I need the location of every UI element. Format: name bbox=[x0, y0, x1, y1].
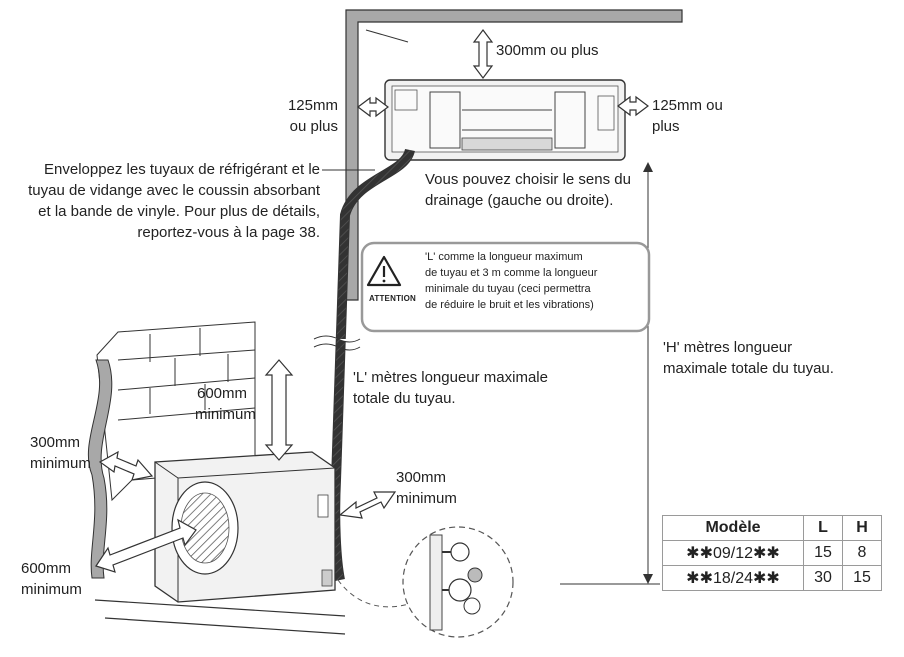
notice-line: 'L' comme la longueur maximum bbox=[425, 251, 583, 263]
l-length-label-line1: 'L' mètres longueur maximale bbox=[353, 369, 548, 386]
outdoor-top-clearance-arrow bbox=[264, 359, 294, 461]
wrap-instruction-line2: tuyau de vidange avec le coussin absorba… bbox=[28, 182, 320, 199]
notice-line: de tuyau et 3 m comme la longueur bbox=[425, 267, 598, 279]
top-clearance-arrow bbox=[472, 29, 494, 79]
attention-notice-box bbox=[360, 241, 651, 333]
ground bbox=[94, 599, 346, 635]
outdoor-left-clearance-line1: 300mm bbox=[30, 434, 81, 451]
left-clearance-label-line1: 125mm bbox=[287, 97, 338, 114]
outdoor-front-clearance-arrow bbox=[95, 518, 197, 573]
right-clearance-label-line1: 125mm ou bbox=[652, 97, 723, 114]
l-cell: 15 bbox=[803, 540, 843, 566]
model-length-table: Modèle L H ✱✱09/12✱✱ 15 8 ✱✱18/24✱✱ 30 1… bbox=[662, 515, 882, 591]
model-cell: ✱✱09/12✱✱ bbox=[662, 540, 804, 566]
header-h: H bbox=[842, 515, 882, 541]
wrap-instruction-line4: reportez-vous à la page 38. bbox=[137, 224, 320, 241]
left-clearance-arrow bbox=[357, 96, 389, 118]
table-row: ✱✱18/24✱✱ 30 15 bbox=[662, 565, 882, 591]
notice-line: minimale du tuyau (ceci permettra bbox=[425, 283, 591, 295]
notice-line: de réduire le bruit et les vibrations) bbox=[425, 299, 594, 311]
indoor-unit bbox=[384, 79, 626, 161]
outdoor-right-clearance-line2: minimum bbox=[396, 490, 457, 507]
left-clearance-label-line2: ou plus bbox=[289, 118, 338, 135]
outdoor-front-clearance-line1: 600mm bbox=[21, 560, 72, 577]
refrigerant-pipe bbox=[313, 148, 415, 581]
outdoor-top-clearance-line2: minimum bbox=[195, 406, 256, 423]
wrap-instruction-line3: et la bande de vinyle. Pour plus de déta… bbox=[38, 203, 320, 220]
outdoor-right-clearance-line1: 300mm bbox=[396, 469, 447, 486]
l-length-label-line2: totale du tuyau. bbox=[353, 390, 456, 407]
outdoor-top-clearance-line1: 600mm bbox=[197, 385, 248, 402]
drainage-note-line1: Vous pouvez choisir le sens du bbox=[425, 171, 631, 188]
l-cell: 30 bbox=[803, 565, 843, 591]
table-row: ✱✱09/12✱✱ 15 8 bbox=[662, 540, 882, 566]
top-clearance-label: 300mm ou plus bbox=[496, 42, 599, 59]
drainage-note-line2: drainage (gauche ou droite). bbox=[425, 192, 614, 209]
outdoor-unit bbox=[154, 451, 336, 603]
outdoor-front-clearance-line2: minimum bbox=[21, 581, 82, 598]
attention-notice-text: 'L' comme la longueur maximum de tuyau e… bbox=[425, 249, 641, 313]
outdoor-right-clearance-arrow bbox=[338, 491, 397, 519]
h-length-label-line2: maximale totale du tuyau. bbox=[663, 360, 834, 377]
table-header-row: Modèle L H bbox=[662, 515, 882, 541]
right-clearance-arrow bbox=[617, 95, 649, 117]
right-clearance-label-line2: plus bbox=[652, 118, 680, 135]
h-length-label-line1: 'H' mètres longueur bbox=[663, 339, 793, 356]
attention-heading: ATTENTION bbox=[369, 294, 416, 303]
valve-detail-callout bbox=[337, 526, 514, 638]
wrap-instruction-line1: Enveloppez les tuyaux de réfrigérant et … bbox=[44, 161, 320, 178]
header-l: L bbox=[803, 515, 843, 541]
h-cell: 8 bbox=[842, 540, 882, 566]
outdoor-left-clearance-arrow bbox=[98, 450, 154, 481]
h-cell: 15 bbox=[842, 565, 882, 591]
h-dimension-line bbox=[560, 162, 660, 585]
outdoor-left-clearance-line2: minimum bbox=[30, 455, 91, 472]
header-model: Modèle bbox=[662, 515, 804, 541]
model-cell: ✱✱18/24✱✱ bbox=[662, 565, 804, 591]
